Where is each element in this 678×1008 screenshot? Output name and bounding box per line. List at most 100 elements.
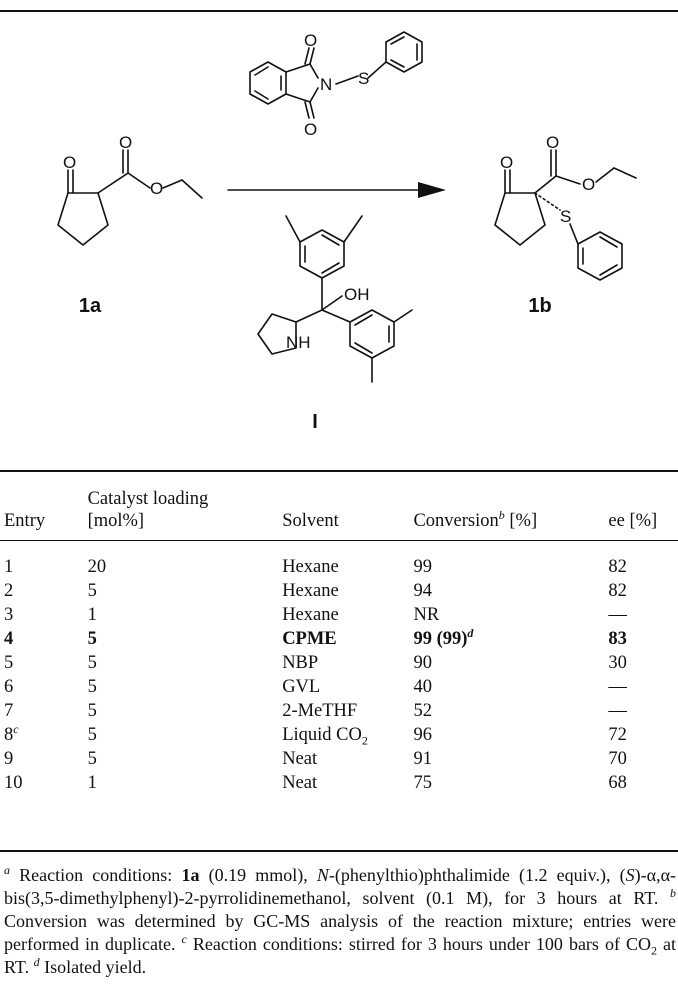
cell-solvent: GVL (282, 677, 321, 697)
cell-conversion: NR (413, 605, 440, 625)
cell-loading: 5 (87, 749, 97, 769)
cell-ee: 30 (608, 653, 627, 673)
atom-S: S (560, 207, 571, 226)
header-solvent: Solvent (282, 511, 339, 531)
cell-entry: 8c (4, 721, 19, 745)
cell-loading: 20 (87, 557, 107, 577)
cell-solvent: Hexane (282, 605, 339, 625)
footnote-c-subscript: 2 (650, 943, 657, 958)
top-rule (0, 10, 678, 12)
cell-loading: 5 (87, 581, 97, 601)
footnote-mark-c: c (181, 932, 187, 946)
results-table: Entry Catalyst loading [mol%] Solvent Co… (0, 488, 678, 795)
catalyst-I-structure (257, 215, 413, 383)
table-row: 5 5 NBP 90 30 (0, 651, 678, 675)
arrow-head (418, 182, 446, 198)
cell-loading: 1 (87, 773, 97, 793)
reaction-scheme: O O O O O N S OH NH O O O S 1a 1b I (57, 31, 637, 433)
footnote-c-text: Reaction conditions: stirred for 3 hours… (186, 934, 651, 954)
atom-N: N (320, 75, 332, 94)
header-conversion-text: Conversion (413, 511, 499, 531)
cell-entry: 9 (4, 749, 14, 769)
header-conversion: Conversionb [%] (413, 488, 608, 541)
cell-conversion: 40 (413, 677, 432, 697)
cell-ee: — (608, 677, 627, 697)
cell-ee: — (608, 605, 627, 625)
atom-O: O (582, 175, 595, 194)
header-underline-spacer (0, 540, 678, 555)
cell-entry: 3 (4, 605, 14, 625)
cell-loading: 1 (87, 605, 97, 625)
cell-ee: 68 (608, 773, 627, 793)
header-row: Entry Catalyst loading [mol%] Solvent Co… (0, 488, 678, 541)
cell-ee: 83 (608, 629, 627, 649)
cell-solvent: Hexane (282, 557, 339, 577)
footnote-mark-d: d (33, 955, 40, 969)
footnote-a-text: )-α,α-bis(3,5-dimethylphenyl)-2-pyrrolid… (4, 865, 676, 908)
cell-entry: 1 (4, 557, 14, 577)
cell-ee: — (608, 701, 627, 721)
cell-solvent: CPME (282, 629, 337, 649)
cell-conversion: 52 (413, 701, 432, 721)
atom-O: O (119, 133, 132, 152)
cell-conversion: 90 (413, 653, 432, 673)
header-conversion-unit: [%] (504, 511, 538, 531)
table-row: 2 5 Hexane 94 82 (0, 579, 678, 603)
cell-entry: 4 (4, 629, 14, 649)
cell-conversion: 75 (413, 773, 432, 793)
cell-conversion: 99 (99)d (413, 625, 474, 649)
atom-OH: OH (344, 285, 370, 304)
cell-solvent: Neat (282, 749, 318, 769)
footnote-a-text: -(phenylthio)phthalimide (1.2 equiv.), ( (328, 865, 626, 885)
cell-ee: 72 (608, 725, 627, 745)
reagent-phthalimide-structure (249, 31, 423, 119)
atom-NH: NH (286, 333, 311, 352)
mid-rule (0, 470, 678, 472)
cell-entry: 2 (4, 581, 14, 601)
substrate-1a-structure (57, 149, 203, 246)
catalyst-label: I (312, 411, 318, 433)
table-row: 9 5 Neat 91 70 (0, 747, 678, 771)
atom-O: O (63, 153, 76, 172)
footnotes: a Reaction conditions: 1a (0.19 mmol), N… (4, 864, 676, 979)
cell-loading: 5 (87, 701, 97, 721)
atom-O: O (150, 179, 163, 198)
cell-solvent: Liquid CO2 (282, 725, 368, 748)
cell-entry: 6 (4, 677, 14, 697)
cell-solvent: NBP (282, 653, 319, 673)
footnote-mark-a: a (4, 863, 10, 877)
cell-conversion: 94 (413, 581, 432, 601)
header-catalyst-loading: Catalyst loading [mol%] (88, 488, 283, 541)
cell-entry: 10 (4, 773, 23, 793)
cell-solvent: 2-MeTHF (282, 701, 358, 721)
table-row: 6 5 GVL 40 — (0, 675, 678, 699)
cell-ee: 82 (608, 581, 627, 601)
cell-conversion: 91 (413, 749, 432, 769)
cell-ee: 70 (608, 749, 627, 769)
atom-O: O (546, 133, 559, 152)
footnote-a-italic: N (316, 865, 329, 885)
footnote-d-text: Isolated yield. (39, 957, 147, 977)
table-row: 7 5 2-MeTHF 52 — (0, 699, 678, 723)
cell-solvent: Hexane (282, 581, 339, 601)
cell-loading: 5 (87, 629, 97, 649)
cell-loading: 5 (87, 677, 97, 697)
table-row: 3 1 Hexane NR — (0, 603, 678, 627)
footnote-a-compound: 1a (181, 865, 200, 885)
header-catalyst-line2: [mol%] (87, 511, 145, 531)
header-catalyst-line1: Catalyst loading (87, 489, 209, 509)
compound-label-1a: 1a (79, 295, 102, 317)
header-ee: ee [%] (608, 511, 658, 531)
atom-O: O (304, 120, 317, 139)
cell-entry: 7 (4, 701, 14, 721)
cell-ee: 82 (608, 557, 627, 577)
product-1b-structure (494, 149, 637, 281)
header-entry: Entry (4, 511, 46, 531)
table-row: 10 1 Neat 75 68 (0, 771, 678, 795)
cell-entry: 5 (4, 653, 14, 673)
atom-O: O (500, 153, 513, 172)
footnote-mark-b: b (670, 886, 676, 900)
cell-solvent: Neat (282, 773, 318, 793)
footnote-mark-b: b (498, 507, 505, 522)
cell-loading: 5 (87, 653, 97, 673)
